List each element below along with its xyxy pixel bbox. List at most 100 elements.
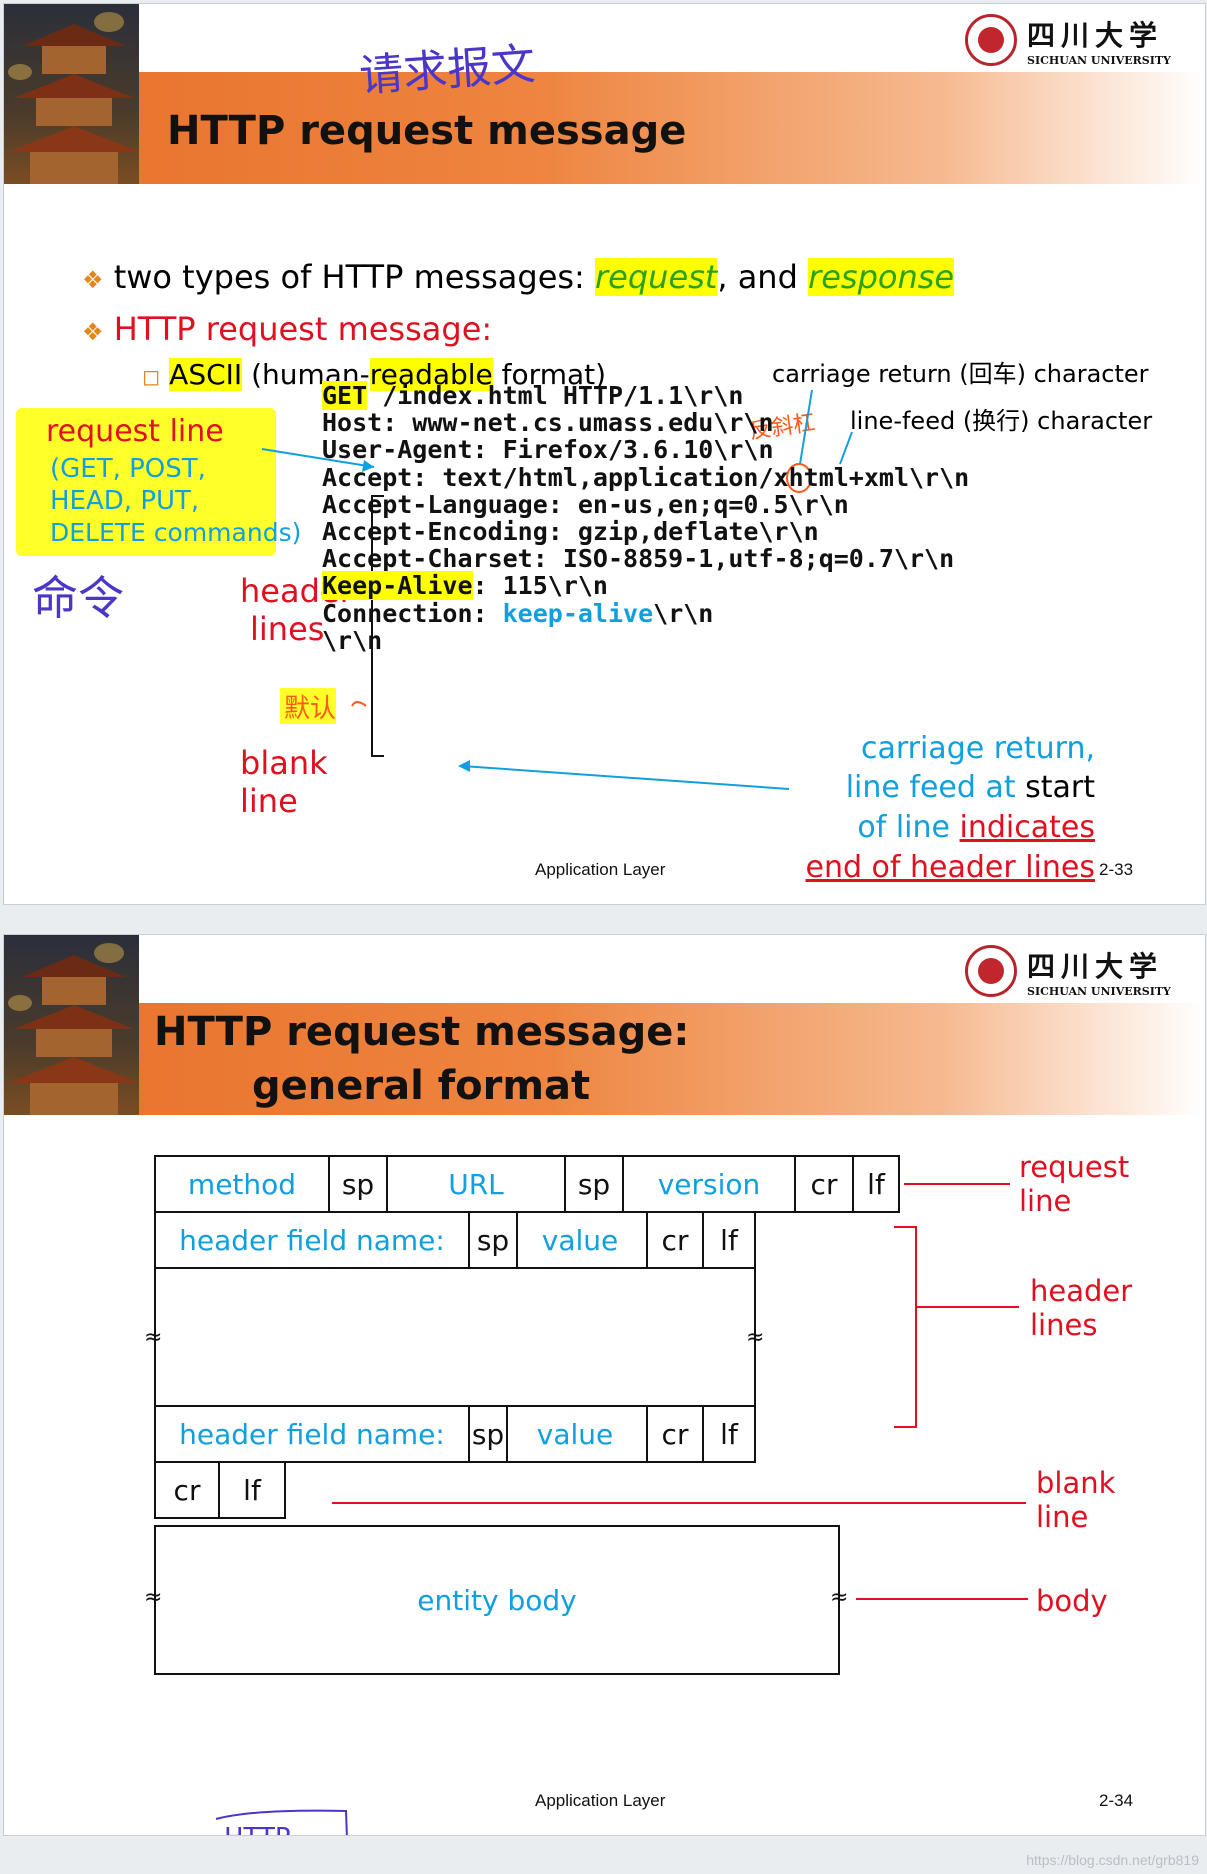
header-lines-bracket <box>371 495 384 757</box>
note-line-3: of line indicates <box>857 810 1095 845</box>
code-line-user-agent: User-Agent: Firefox/3.6.10\r\n <box>322 435 774 465</box>
note-line-1: carriage return, <box>860 731 1095 766</box>
header-cr-2: cr <box>661 1417 689 1451</box>
header-field-name-1: header field name: <box>179 1223 445 1257</box>
label-header-lines: lines <box>1030 1308 1098 1342</box>
field-method: method <box>187 1167 297 1201</box>
label-request: request <box>1019 1150 1130 1184</box>
slide-2-34: 四川大学 SICHUAN UNIVERSITY HTTP request mes… <box>3 934 1206 1836</box>
logo-english-name: SICHUAN UNIVERSITY <box>1027 54 1171 67</box>
diamond-bullet-icon: ❖ <box>82 266 104 294</box>
break-mark-icon: ≈ <box>830 1585 849 1610</box>
blank-line-arrowhead-icon <box>458 760 470 772</box>
university-seal-icon <box>965 945 1017 997</box>
bullet-message-types: ❖ two types of HTTP messages: request, a… <box>82 258 955 296</box>
label-blank-line: line <box>240 782 298 820</box>
field-sp-1: sp <box>341 1167 375 1201</box>
lf-arrow <box>839 431 853 465</box>
label-request-line: request line <box>46 414 224 449</box>
keepalive-handnote-highlight <box>280 688 336 724</box>
handnote-bottom: HTTP <box>224 1823 291 1835</box>
header-value-2: value <box>536 1417 614 1451</box>
header-value-1: value <box>541 1223 619 1257</box>
label-lines: lines <box>250 610 325 648</box>
code-line-accept-language: Accept-Language: en-us,en;q=0.5\r\n <box>322 489 849 519</box>
header-sp-1: sp <box>476 1223 510 1257</box>
bullet-request-message: ❖ HTTP request message: <box>82 310 493 348</box>
code-line-accept-charset: Accept-Charset: ISO-8859-1,utf-8;q=0.7\r… <box>322 544 955 574</box>
logo-english-name: SICHUAN UNIVERSITY <box>1027 985 1171 998</box>
field-url: URL <box>448 1167 504 1201</box>
slide-title: HTTP request message <box>167 108 687 154</box>
field-version: version <box>657 1167 761 1201</box>
label-blank: blank <box>1036 1466 1116 1500</box>
building-image <box>4 4 139 184</box>
field-cr: cr <box>810 1167 838 1201</box>
note-line-2: line feed at start <box>845 770 1095 805</box>
header-lf-2: lf <box>720 1417 738 1451</box>
code-line-accept-encoding: Accept-Encoding: gzip,deflate\r\n <box>322 517 819 547</box>
logo-chinese-name: 四川大学 <box>1027 19 1164 52</box>
footer-label: Application Layer <box>535 860 666 879</box>
label-request-line-2: line <box>1019 1184 1072 1218</box>
entity-body-label: entity body <box>417 1583 577 1617</box>
square-bullet-icon: ◻ <box>142 365 161 390</box>
label-commands-1: (GET, POST, <box>50 454 206 484</box>
request-line-arrowhead-icon <box>362 460 374 472</box>
note-line-4: end of header lines <box>805 850 1096 885</box>
label-body: body <box>1036 1584 1108 1618</box>
title-banner <box>4 72 1205 184</box>
page-number: 2-33 <box>1099 860 1134 879</box>
keepalive-arrow <box>351 701 367 707</box>
field-sp-2: sp <box>577 1167 611 1201</box>
header-field-name-2: header field name: <box>179 1417 445 1451</box>
page-number: 2-34 <box>1099 1791 1134 1810</box>
break-mark-icon: ≈ <box>144 1585 163 1610</box>
building-image <box>4 935 139 1115</box>
diamond-bullet-icon: ❖ <box>82 318 104 346</box>
code-line-host: Host: www-net.cs.umass.edu\r\n <box>322 408 774 438</box>
code-line-keep-alive: Keep-Alive: 115\r\n <box>322 571 608 601</box>
code-line-accept: Accept: text/html,application/xhtml+xml\… <box>322 462 970 492</box>
label-commands-3: DELETE commands) <box>50 518 302 547</box>
header-sp-2: sp <box>471 1417 505 1451</box>
slide1-connectors <box>261 389 853 790</box>
label-blank-line: line <box>1036 1500 1089 1534</box>
field-lf: lf <box>867 1167 885 1201</box>
slide2-connectors <box>215 1226 1028 1835</box>
code-line-connection: Connection: keep-alive\r\n <box>322 598 714 628</box>
header-row-first: header field name: sp value cr lf <box>154 1211 756 1269</box>
blank-line-row: cr lf <box>154 1461 286 1519</box>
label-blank: blank <box>240 744 328 782</box>
footer-label: Application Layer <box>535 1791 666 1810</box>
request-line-highlight <box>16 408 276 556</box>
slide-2-33: 四川大学 SICHUAN UNIVERSITY 请求报文 HTTP reques… <box>3 3 1206 905</box>
request-line-row: method sp URL sp version cr lf <box>154 1155 900 1213</box>
request-line-pointer <box>904 1183 1010 1185</box>
header-lines-bracket <box>894 1226 917 1428</box>
cr-arrow <box>799 389 813 465</box>
blank-lf: lf <box>243 1473 261 1507</box>
slide-title-line-1: HTTP request message: <box>154 1009 690 1055</box>
title-banner <box>4 1003 1205 1115</box>
backslash-circle <box>786 463 812 493</box>
header-lf-1: lf <box>720 1223 738 1257</box>
sub-bullet-ascii: ◻ ASCII (human-readable format) <box>142 358 607 391</box>
logo-chinese-name: 四川大学 <box>1027 950 1164 983</box>
university-logo: 四川大学 SICHUAN UNIVERSITY <box>965 14 1175 72</box>
label-header: header <box>1030 1274 1133 1308</box>
header-row-last: header field name: sp value cr lf <box>154 1405 756 1463</box>
handnote-bracket <box>215 1809 348 1835</box>
watermark: https://blog.csdn.net/grb819 <box>1026 1852 1199 1868</box>
annotation-line-feed: line-feed (换行) character <box>850 407 1153 435</box>
break-mark-icon: ≈ <box>144 1325 163 1350</box>
http-request-example: GET /index.html HTTP/1.1\r\n Host: www-n… <box>322 381 970 655</box>
label-commands-2: HEAD, PUT, <box>50 486 200 516</box>
annotation-carriage-return: carriage return (回车) character <box>772 360 1149 388</box>
code-line-blank: \r\n <box>322 625 383 655</box>
handnote-keepalive: 默认 <box>284 694 337 724</box>
slide-title-line-2: general format <box>252 1063 591 1109</box>
blank-line-arrow <box>461 765 790 790</box>
handnote-commands: 命令 <box>32 571 124 625</box>
request-line-arrow <box>261 448 375 468</box>
